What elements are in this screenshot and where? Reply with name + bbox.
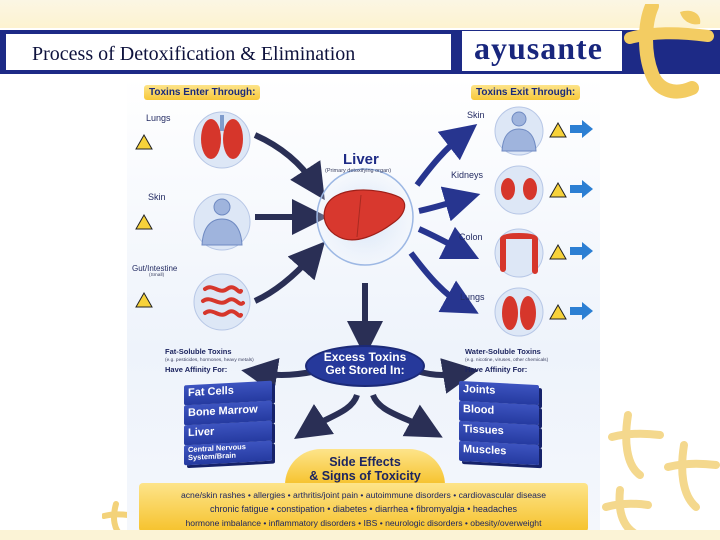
arrow-lungs-to-liver	[253, 132, 325, 201]
excess-line2: Get Stored In:	[325, 363, 405, 377]
small-intestine-icon	[201, 285, 245, 318]
side-effects-title: Side Effects & Signs of Toxicity	[285, 455, 445, 483]
arrow-excess-to-water	[416, 358, 479, 394]
liver-title: Liver	[343, 151, 379, 168]
enter-header: Toxins Enter Through:	[144, 85, 261, 100]
entry-label-gut-sub: (Small)	[149, 273, 165, 278]
entry-label-gut: Gut/Intestine	[132, 264, 178, 273]
side-effects-band	[139, 483, 588, 532]
entry-label-lungs: Lungs	[146, 113, 171, 123]
excess-toxins-oval: Excess Toxins Get Stored In:	[305, 345, 425, 387]
entry-label-skin: Skin	[148, 192, 166, 202]
arrow-liver-to-skin	[414, 123, 478, 187]
symptoms-line-1: acne/skin rashes • allergies • arthritis…	[180, 490, 547, 500]
flow-arrows	[135, 106, 593, 439]
arrow-excess-to-side-right	[370, 393, 443, 438]
brand-logo-icon	[624, 4, 714, 99]
side-effects-line1: Side Effects	[329, 455, 401, 469]
side-effects-dome	[285, 449, 445, 485]
decor-glyphs-icon	[602, 411, 720, 535]
fat-soluble-title: Fat-Soluble Toxins	[165, 347, 232, 356]
slide-title: Process of Detoxification & Elimination	[32, 43, 356, 65]
water-stack-muscles: Muscles	[459, 440, 539, 466]
exit-label-lungs: Lungs	[460, 292, 485, 302]
arrow-liver-to-kidneys	[418, 186, 481, 222]
brand-panel	[462, 31, 622, 71]
colon-icon	[500, 233, 538, 274]
toxic-hazard-icon	[135, 133, 153, 308]
water-soluble-title: Water-Soluble Toxins	[465, 347, 541, 356]
fat-soluble-affinity: Have Affinity For:	[165, 365, 228, 374]
brand-name: ayusante	[474, 30, 603, 66]
exit-label-skin: Skin	[467, 110, 485, 120]
kidneys-icon	[501, 178, 537, 200]
symptoms-line-2: chronic fatigue • constipation • diabete…	[210, 504, 517, 514]
fat-soluble-note: (e.g. pesticides, hormones, heavy metals…	[165, 358, 254, 363]
symptoms-line-3: hormone imbalance • inflammatory disorde…	[185, 518, 542, 528]
arrow-excess-to-side-left	[294, 393, 360, 439]
liver-organ-icon	[323, 189, 406, 241]
detox-infographic: Toxins Enter Through: Toxins Exit Throug…	[127, 77, 600, 532]
title-panel	[6, 34, 451, 70]
kidneys-exit-circle	[494, 165, 544, 215]
arrow-liver-to-colon	[417, 226, 480, 260]
exit-arrow-icon	[549, 120, 593, 320]
excess-line1: Excess Toxins	[323, 350, 407, 364]
exit-label-kidneys: Kidneys	[451, 170, 484, 180]
water-soluble-note: (e.g. nicotine, viruses, other chemicals…	[465, 358, 549, 363]
colon-exit-circle	[494, 228, 544, 278]
arrow-gut-to-liver	[253, 241, 325, 304]
exit-label-colon: Colon	[459, 232, 483, 242]
lungs-organ-icon	[201, 115, 243, 159]
water-soluble-affinity: Have Affinity For:	[465, 365, 528, 374]
bottom-decor-band	[0, 530, 720, 540]
human-torso-icon	[201, 198, 243, 246]
fat-stack-cns-line2: System/Brain	[188, 450, 236, 463]
arrow-liver-to-lungs	[408, 251, 479, 314]
top-decor-band	[0, 0, 720, 28]
liver-subtitle: (Primary detoxifying organ)	[325, 168, 392, 174]
exit-header: Toxins Exit Through:	[471, 85, 581, 100]
side-effects-line2: & Signs of Toxicity	[309, 469, 421, 483]
